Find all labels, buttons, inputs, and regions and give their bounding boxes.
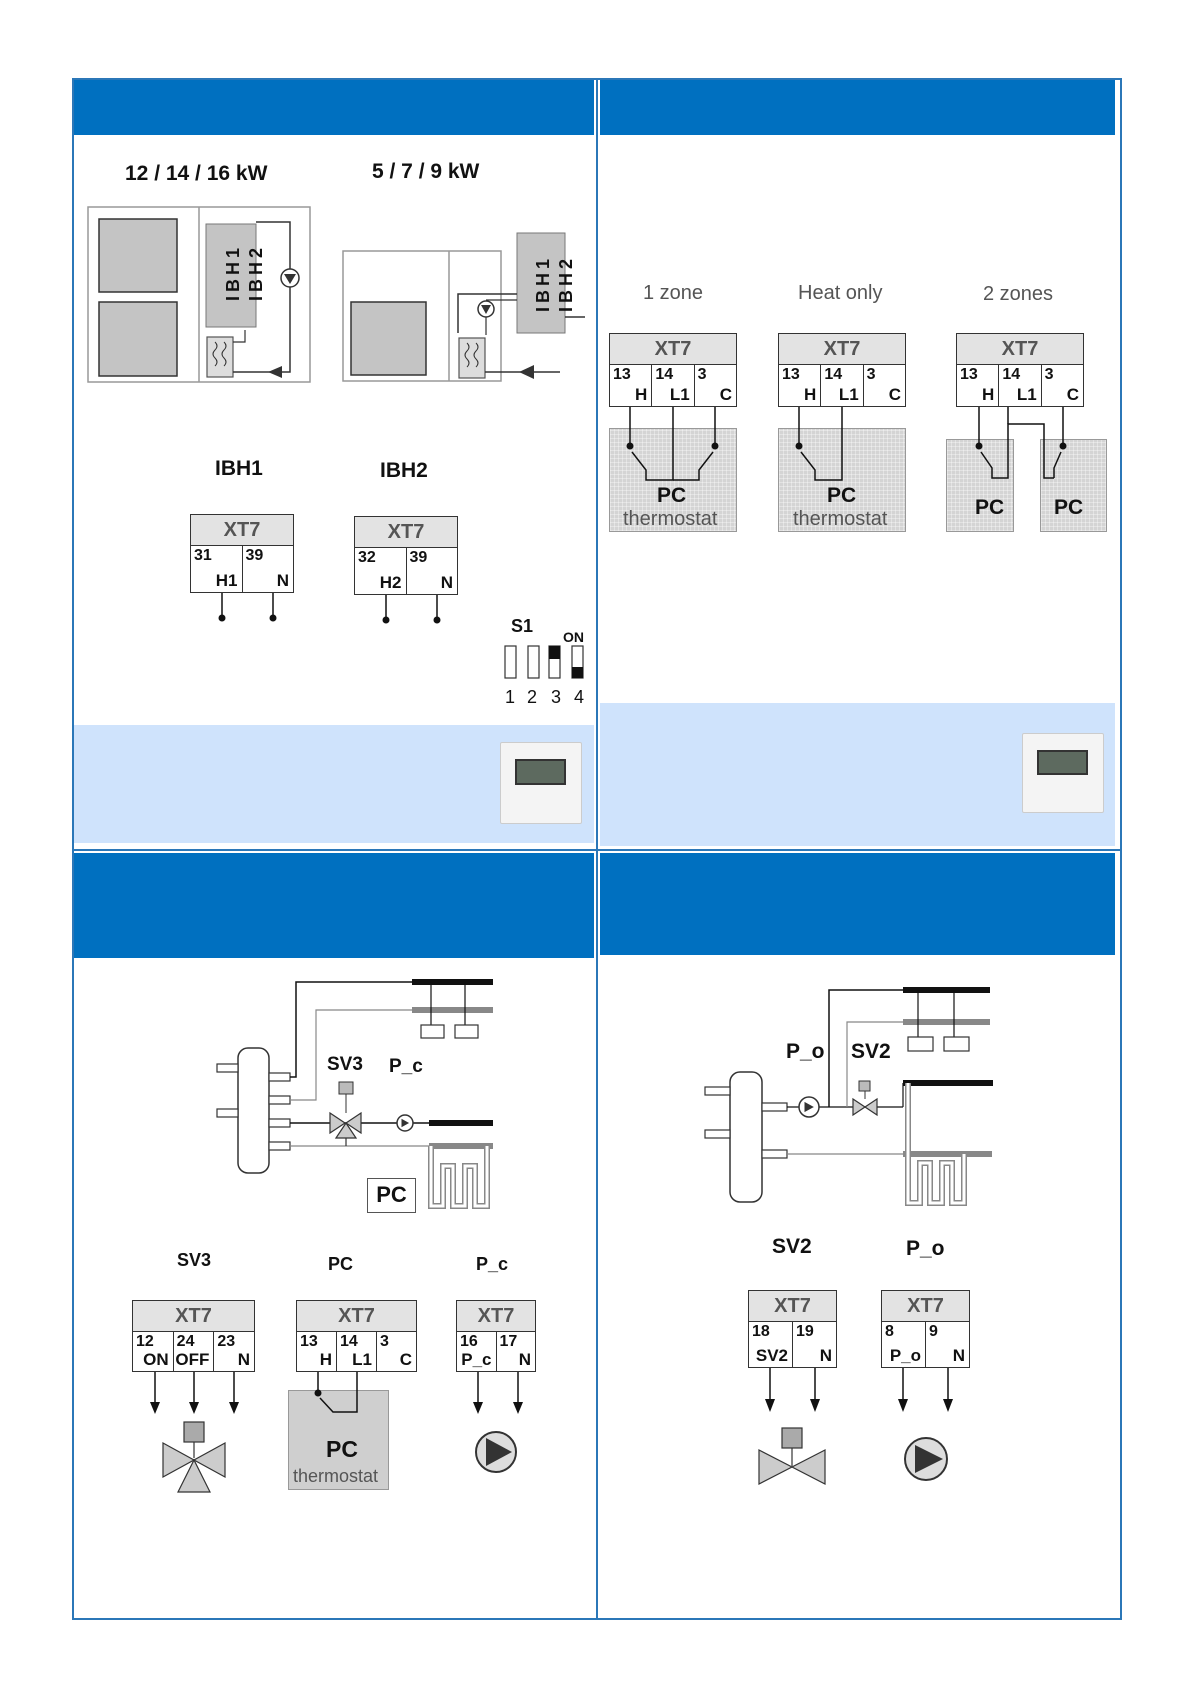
thermostat-label-1zone: thermostat [623,508,718,530]
two-zones-title: 2 zones [983,283,1054,305]
model-small-title: 5 / 7 / 9 kW [372,160,480,183]
pc-label-zone2: PC [1054,496,1084,519]
po-title: P_o [906,1237,945,1260]
pc-thermostat-panel3 [288,1390,389,1490]
dip-switch-number-1: 1 [505,687,516,707]
pc-thermostat-pc-label: PC [326,1436,358,1462]
pc-thermostat-text: thermostat [293,1466,379,1486]
pc-title: PC [328,1254,354,1274]
ibh2-title: IBH2 [380,459,428,482]
pc-thermostat-zone2 [1040,439,1107,532]
wired-controller-image-2 [1022,733,1104,813]
heat-only-title: Heat only [798,282,883,304]
sv3-diagram-label: SV3 [327,1054,363,1075]
dip-switch-on-label: ON [563,629,584,645]
one-zone-title: 1 zone [643,282,704,304]
horizontal-divider [72,849,1122,851]
pc-label-zone1: PC [975,496,1005,519]
pc-pump-title: P_c [476,1254,509,1274]
dip-switch-title: S1 [511,616,534,636]
panel3-header-band [74,853,594,958]
pc-label-1zone: PC [657,484,687,507]
pc-thermostat-zone1 [946,439,1014,532]
sv2-title: SV2 [772,1235,812,1258]
panel1-header-band [74,80,594,135]
ibh1-title: IBH1 [215,457,263,480]
dip-switch-number-3: 3 [551,687,562,707]
sv2-diagram-label: SV2 [851,1040,891,1063]
dip-switch-number-4: 4 [574,687,585,707]
dip-switch-number-2: 2 [527,687,538,707]
sv3-title: SV3 [177,1250,212,1270]
po-diagram-label: P_o [786,1040,825,1063]
panel2-header-band [600,80,1115,135]
pc-box-label: PC [367,1178,416,1213]
pc-pump-diagram-label: P_c [389,1056,423,1077]
panel4-header-band [600,853,1115,955]
wired-controller-image [500,742,582,824]
pc-label-heat-only: PC [827,484,857,507]
thermostat-label-heat-only: thermostat [793,508,888,530]
model-large-title: 12 / 14 / 16 kW [125,162,268,185]
